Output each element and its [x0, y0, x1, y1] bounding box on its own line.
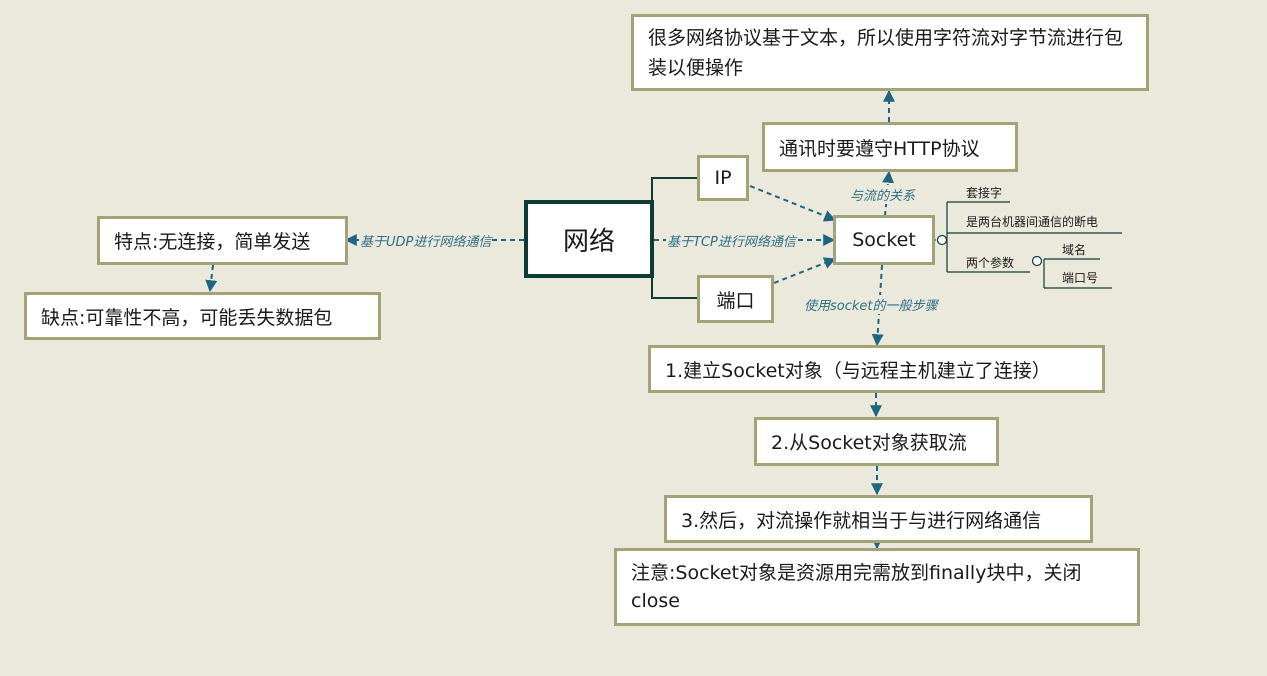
root-node-network[interactable]: 网络: [524, 200, 654, 278]
step1-node[interactable]: 1.建立Socket对象（与远程主机建立了连接）: [648, 345, 1105, 393]
note-node[interactable]: 注意:Socket对象是资源用完需放到finally块中，关闭close: [614, 548, 1140, 626]
socket-alias-text: 套接字: [966, 186, 1003, 200]
socket-node[interactable]: Socket: [833, 215, 935, 265]
socket-desc-text: 是两台机器间通信的断电: [966, 215, 1099, 229]
port-to-socket-arrow: [773, 257, 837, 284]
stream-relation-label: 与流的关系: [849, 185, 917, 204]
usage-steps-label: 使用socket的一般步骤: [803, 295, 939, 314]
http-node[interactable]: 通讯时要遵守HTTP协议: [762, 122, 1018, 172]
step3-node[interactable]: 3.然后，对流操作就相当于与进行网络通信: [664, 495, 1093, 543]
param-port-text: 端口号: [1062, 271, 1099, 285]
udp-edge-label: 基于UDP进行网络通信: [359, 231, 493, 250]
step2-node[interactable]: 2.从Socket对象获取流: [754, 417, 999, 466]
udp-feature-node[interactable]: 特点:无连接，简单发送: [97, 216, 348, 265]
ip-node[interactable]: IP: [697, 155, 749, 201]
udp-drawback-node[interactable]: 缺点:可靠性不高，可能丢失数据包: [24, 292, 381, 340]
feature-to-drawback-arrow: [205, 264, 218, 293]
port-node[interactable]: 端口: [697, 275, 774, 323]
socket-detail-collapse-dot: [936, 234, 948, 246]
params-collapse-dot: [1031, 255, 1043, 267]
root-to-ip-line: [651, 177, 698, 215]
socket-params-label: 两个参数: [966, 256, 1015, 270]
root-to-port-line: [651, 262, 698, 299]
param-domain-text: 域名: [1062, 243, 1087, 257]
ip-to-socket-arrow: [749, 185, 837, 222]
tcp-edge-label: 基于TCP进行网络通信: [666, 231, 797, 250]
text-protocol-node[interactable]: 很多网络协议基于文本，所以使用字符流对字节流进行包装以便操作: [631, 14, 1149, 91]
